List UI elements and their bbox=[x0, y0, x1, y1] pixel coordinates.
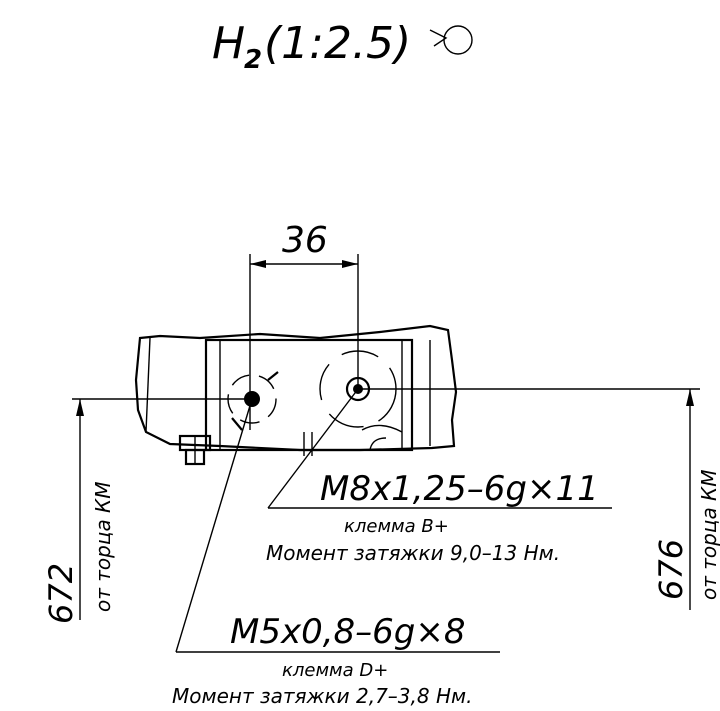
terminal-b-torque: Момент затяжки 9,0–13 Нм. bbox=[266, 541, 560, 565]
view-label-scale: (1:2.5) bbox=[264, 18, 411, 69]
terminal-d-thread: M5x0,8–6g×8 bbox=[230, 612, 466, 652]
dimension-36-label: 36 bbox=[282, 220, 328, 261]
terminal-b-thread: M8x1,25–6g×11 bbox=[320, 469, 599, 509]
terminal-d-torque: Момент затяжки 2,7–3,8 Нм. bbox=[172, 684, 472, 708]
rotation-icon bbox=[429, 25, 473, 55]
left-dimension-value: 672 bbox=[42, 563, 80, 624]
left-reference: 672 от торца КМ bbox=[42, 398, 252, 624]
leader-b: M8x1,25–6g×11 клемма B+ Момент затяжки 9… bbox=[266, 388, 612, 565]
leader-d: M5x0,8–6g×8 клемма D+ Момент затяжки 2,7… bbox=[172, 398, 500, 708]
right-dimension-value: 676 bbox=[652, 539, 690, 600]
generator-body bbox=[134, 324, 458, 456]
view-label-letter: H bbox=[212, 18, 245, 69]
terminal-d-name: клемма D+ bbox=[282, 660, 388, 681]
view-label-subscript: 2 bbox=[244, 45, 262, 75]
nut-icon bbox=[178, 434, 212, 466]
terminal-d-icon bbox=[227, 371, 279, 431]
left-dimension-note: от торца КМ bbox=[91, 481, 115, 612]
dimension-36: 36 bbox=[249, 220, 359, 430]
view-label: H 2 (1:2.5) bbox=[212, 18, 473, 75]
right-reference: 676 от торца КМ bbox=[358, 388, 720, 610]
right-dimension-note: от торца КМ bbox=[697, 469, 720, 600]
terminal-b-name: клемма B+ bbox=[344, 516, 449, 537]
